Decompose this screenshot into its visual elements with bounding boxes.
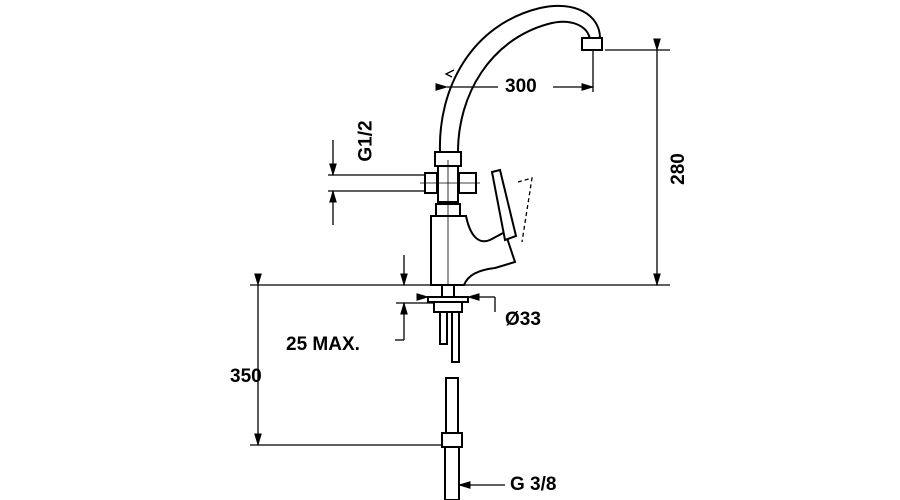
- spout: [438, 4, 603, 153]
- shank: [427, 284, 469, 500]
- height-label: 280: [667, 153, 689, 185]
- reach-label: 300: [505, 76, 537, 97]
- hose-length-label: 350: [230, 366, 262, 387]
- hole-diameter-label: Ø33: [505, 309, 541, 330]
- inlet-thread-label: G1/2: [355, 120, 377, 162]
- hose-thread-label: G 3/8: [510, 474, 557, 495]
- max-deck-label: 25 MAX.: [286, 334, 360, 355]
- faucet-body: [420, 151, 533, 290]
- dimension-lines: [250, 38, 670, 489]
